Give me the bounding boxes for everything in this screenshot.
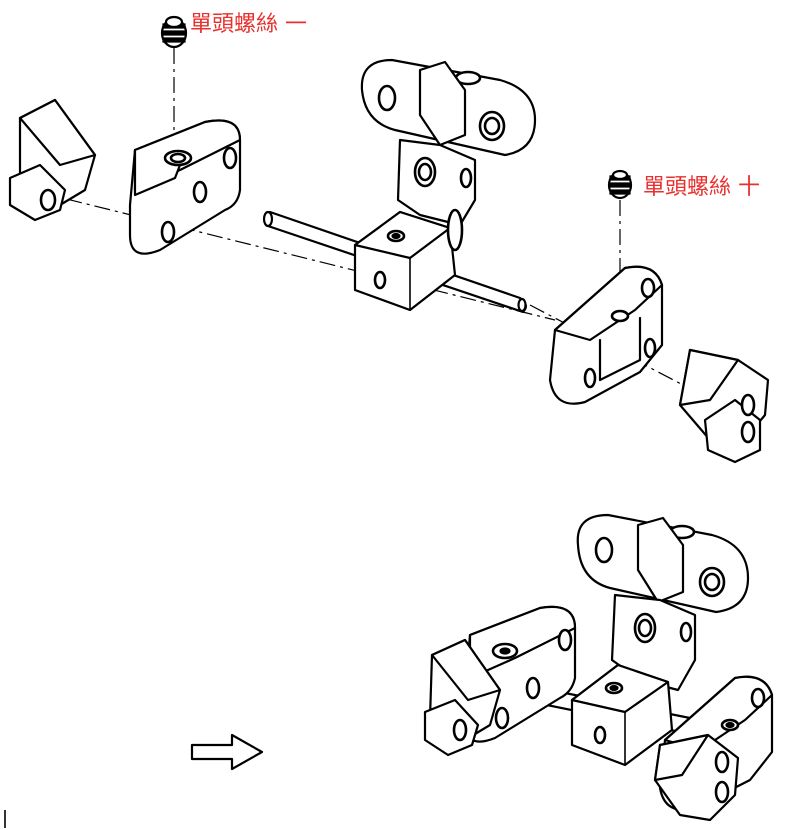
assembled-view [423, 513, 774, 822]
assembly-arrow-icon [190, 733, 264, 771]
left-end-block [8, 98, 97, 222]
right-hinge-link [548, 265, 664, 405]
center-upright-assembly [353, 58, 537, 312]
right-end-block [678, 348, 770, 464]
screw-label-1: 單頭螺絲 一 [190, 12, 307, 37]
set-screw-2-icon [607, 169, 633, 200]
screw-label-2: 單頭螺絲 十 [643, 175, 760, 200]
assembly-axis-left [9, 184, 556, 321]
set-screw-1-icon [160, 15, 188, 49]
left-hinge-link [128, 119, 242, 255]
